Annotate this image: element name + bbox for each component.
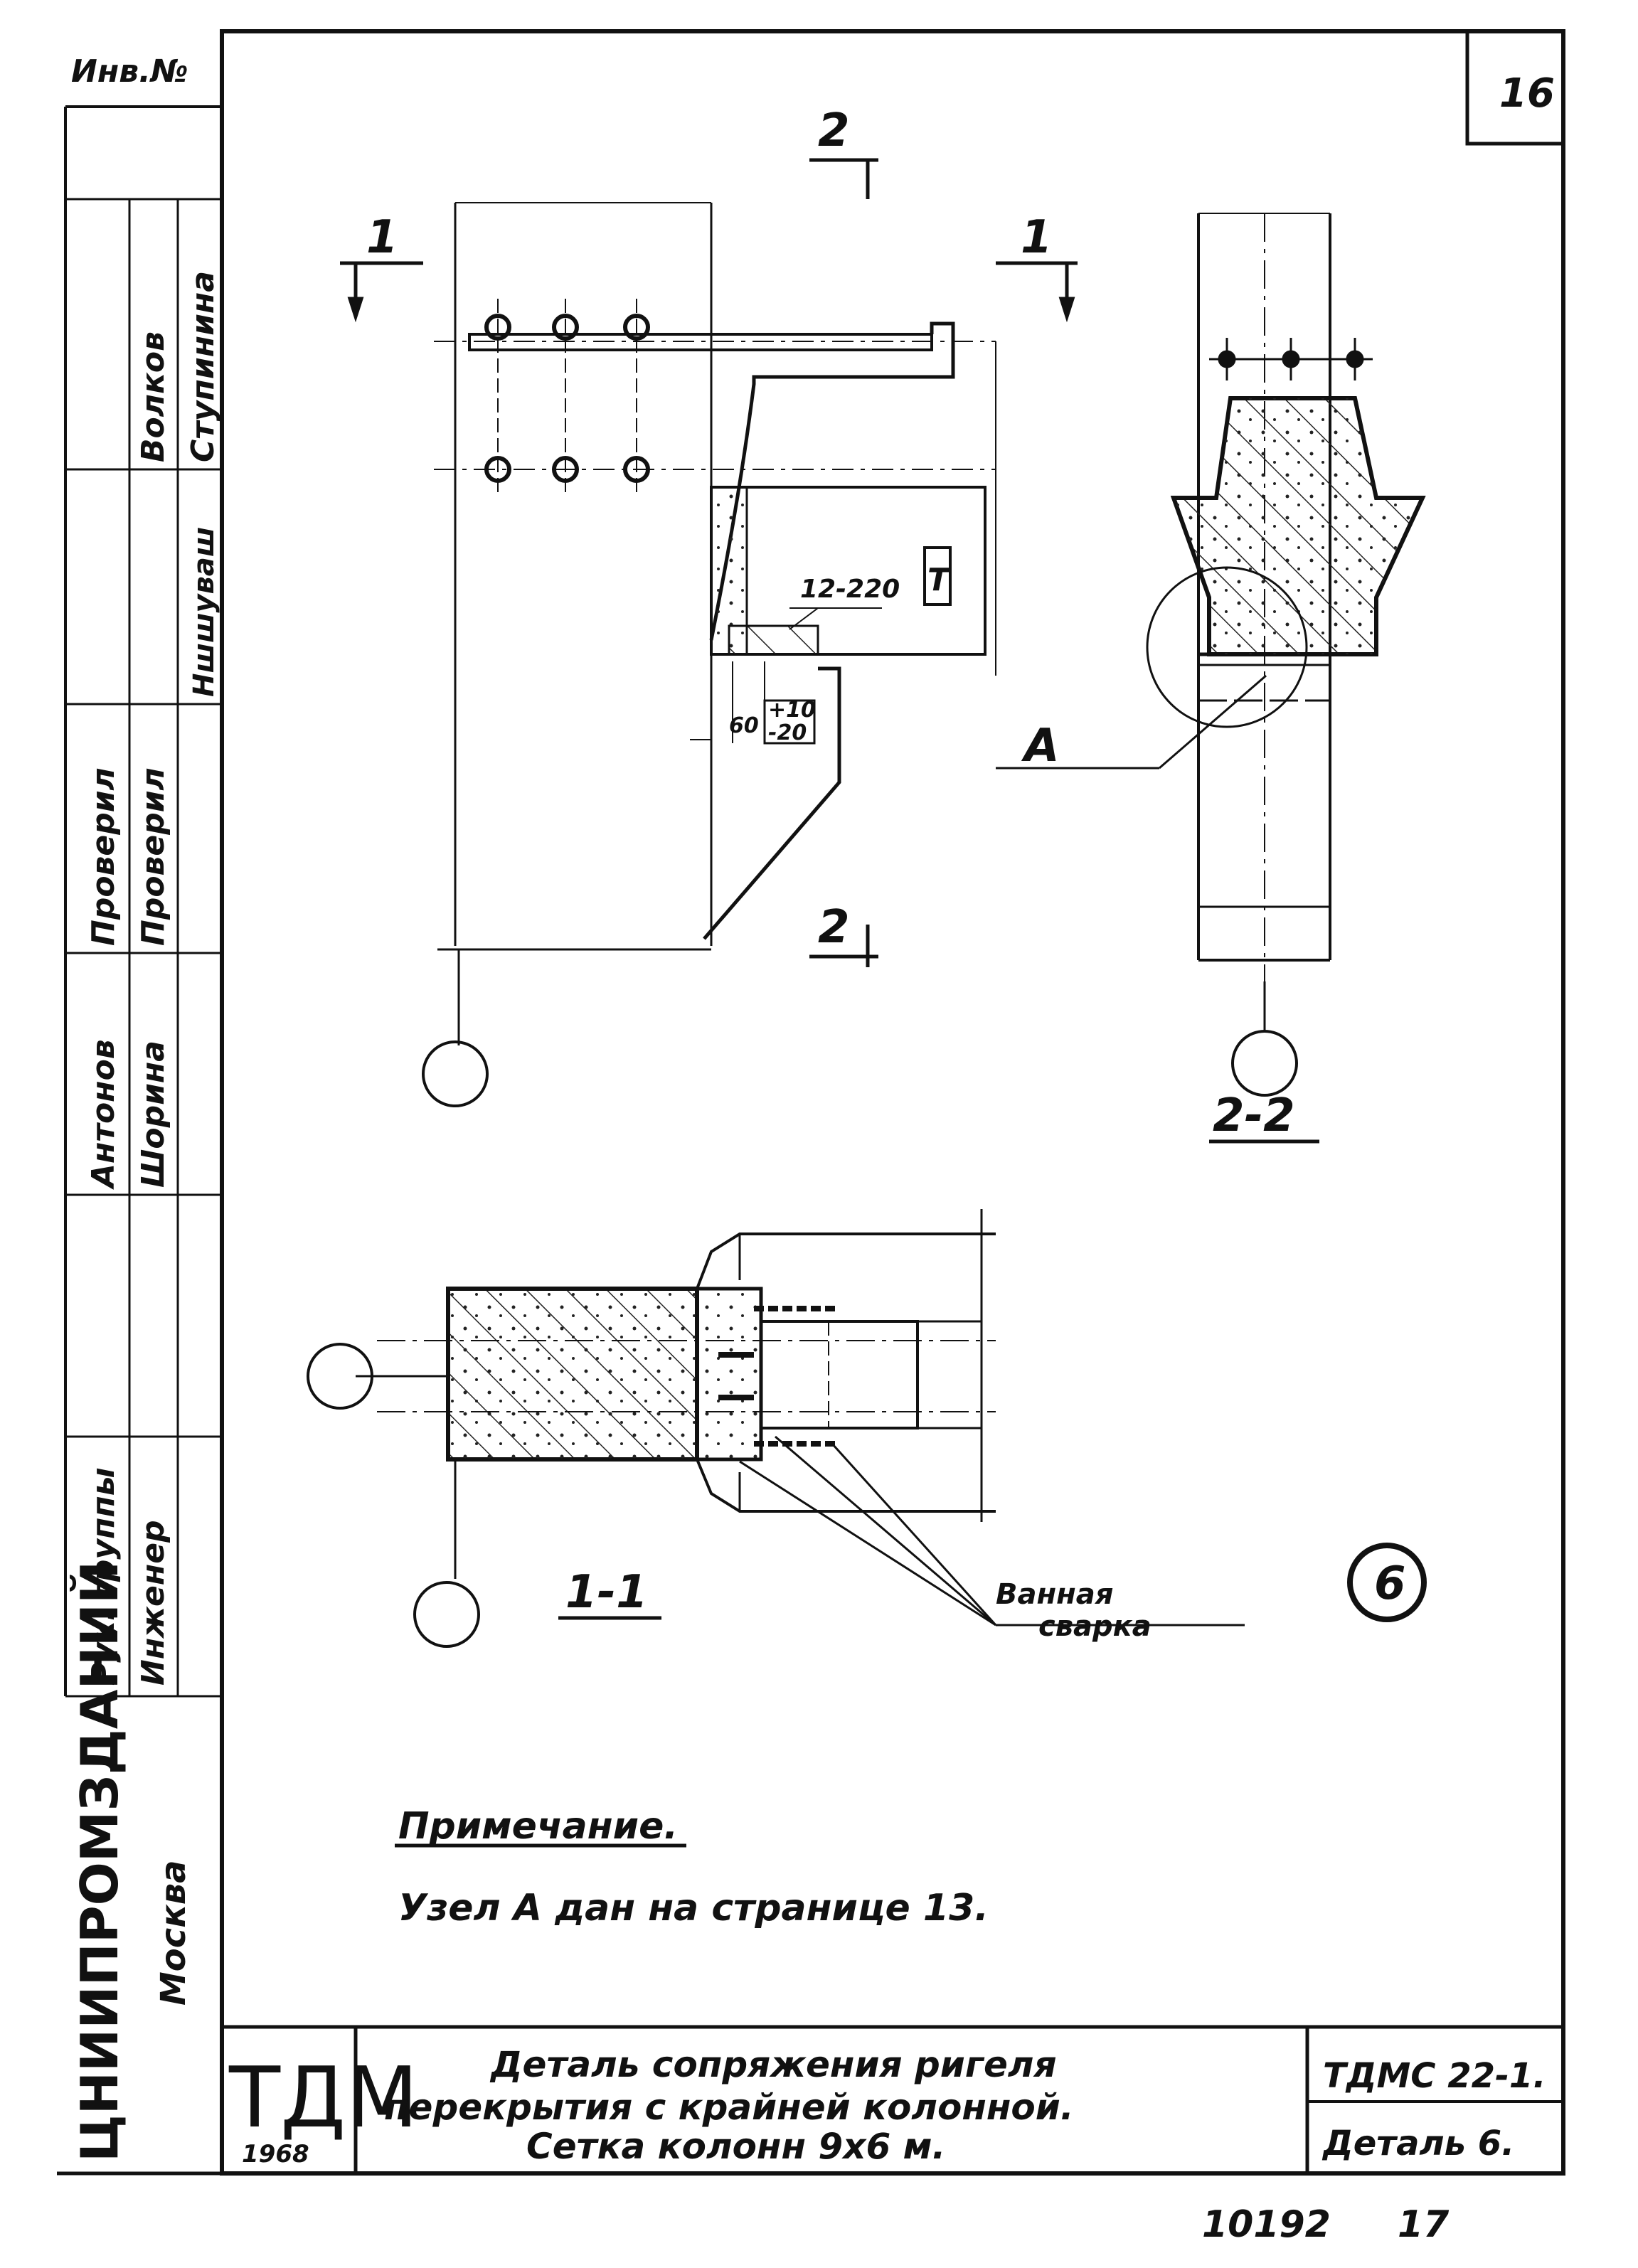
detail-id: Деталь 6. xyxy=(1321,2124,1514,2163)
city: Москва xyxy=(154,1860,193,2006)
axis-bubble-2-2 xyxy=(1231,1030,1298,1097)
note-title: Примечание. xyxy=(398,1805,678,1848)
page-number-box xyxy=(1465,29,1565,146)
footer-number: 10192 xyxy=(1202,2203,1331,2246)
title-line-3: Сетка колонн 9х6 м. xyxy=(526,2126,946,2167)
axis-bubble-left xyxy=(307,1343,373,1410)
stamp-role-2: Инженер xyxy=(135,1520,171,1686)
section-1-right: 1 xyxy=(1021,211,1053,264)
page-number: 16 xyxy=(1499,70,1555,117)
note-text: Узел А дан на странице 13. xyxy=(398,1887,989,1929)
section-1-1-label: 1-1 xyxy=(565,1566,648,1619)
dim-fraction-top: +10 xyxy=(768,698,816,723)
stamp-name-1: Антонов xyxy=(85,1039,122,1190)
axis-bubble-bottom xyxy=(413,1581,480,1648)
stamp-role-1: Рук. группы xyxy=(85,1467,122,1686)
bolt-holes xyxy=(484,314,650,483)
section-1-left: 1 xyxy=(366,211,398,264)
doc-code: ТДМС 22-1. xyxy=(1323,2056,1546,2096)
inventory-label: Инв.№ xyxy=(71,53,188,90)
section-2-2-label: 2-2 xyxy=(1213,1090,1295,1142)
organization: ЦНИИПРОМЗДАНИЙ xyxy=(70,1561,129,2162)
stamp-name-2: Шорина xyxy=(135,1040,171,1188)
bath-weld-line2: сварка xyxy=(1038,1610,1152,1643)
dim-60: 60 xyxy=(729,713,759,738)
weld-label: 12-220 xyxy=(800,575,900,604)
stamp-name-4: Ступинина xyxy=(185,271,221,462)
logo-tdm: ТДМ xyxy=(228,2048,418,2146)
axis-bubble-front xyxy=(422,1040,489,1107)
section-2-bottom: 2 xyxy=(818,901,850,954)
section-2-2 xyxy=(996,213,1426,1144)
section-1-1 xyxy=(356,1209,1245,1627)
stamp-name-3: Волков xyxy=(135,331,171,462)
section-2-top: 2 xyxy=(818,105,850,157)
stamp-extra: Ншшуваш xyxy=(188,527,220,697)
detail-number-circle xyxy=(1347,1543,1427,1622)
detail-number: 6 xyxy=(1374,1558,1406,1610)
t-mark: Т xyxy=(927,562,951,598)
title-line-2: перекрытия с крайней колонной. xyxy=(384,2087,1074,2128)
title-line-1: Деталь сопряжения ригеля xyxy=(489,2044,1057,2085)
section-arrows xyxy=(340,158,1078,967)
bath-weld-line1: Ванная xyxy=(996,1578,1113,1611)
logo-year: 1968 xyxy=(242,2140,309,2168)
stamp-column: Рук. группы Инженер Антонов Шорина Прове… xyxy=(70,271,221,2162)
stamp-role-3: Проверил xyxy=(85,767,122,946)
stamp-role-4: Проверил xyxy=(135,767,171,946)
node-label: А xyxy=(1021,720,1060,772)
front-view xyxy=(434,202,996,1045)
footer-page: 17 xyxy=(1398,2203,1450,2246)
dim-fraction-bottom: -20 xyxy=(768,720,807,745)
sheet-frame xyxy=(220,29,1565,2176)
